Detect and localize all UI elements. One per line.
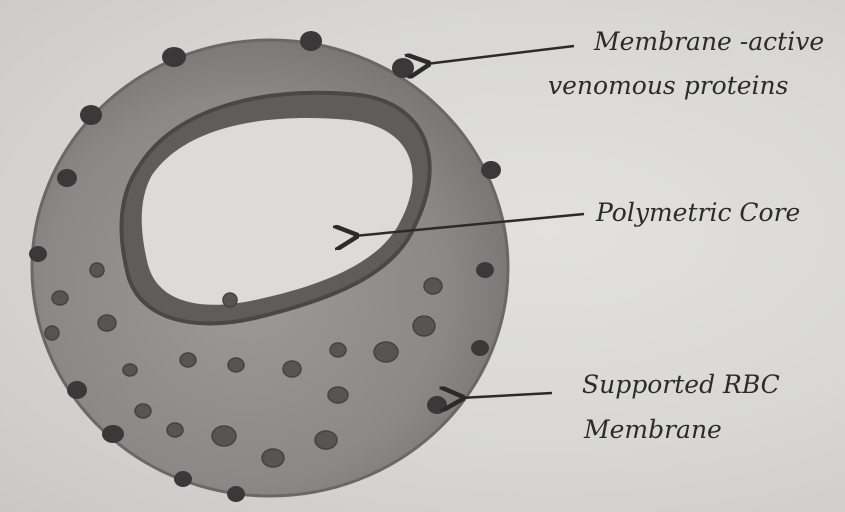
label-rbc-membrane-line1: Supported RBC [582,370,780,399]
protein-dot-icon [476,262,494,278]
protein-dot-icon [102,425,124,443]
label-membrane-proteins-line1: Membrane -active [593,27,824,56]
label-membrane-proteins-line2: venomous proteins [548,71,788,100]
protein-dot-icon [57,169,77,187]
protein-dot-icon [67,381,87,399]
protein-dot-icon [80,105,102,125]
label-rbc-membrane-line2: Membrane [583,415,722,444]
protein-dot-icon [174,471,192,487]
arrow-left-icon [426,46,574,64]
protein-dot-icon [481,161,501,179]
protein-dot-icon [227,486,245,502]
protein-dot-icon [471,340,489,356]
protein-dot-icon [427,396,447,414]
protein-dot-icon [162,47,186,67]
arrow-left-icon [460,393,552,398]
label-polymeric-core: Polymetric Core [595,198,800,227]
protein-dot-icon [392,58,414,78]
protein-dot-icon [29,246,47,262]
protein-dot-icon [300,31,322,51]
